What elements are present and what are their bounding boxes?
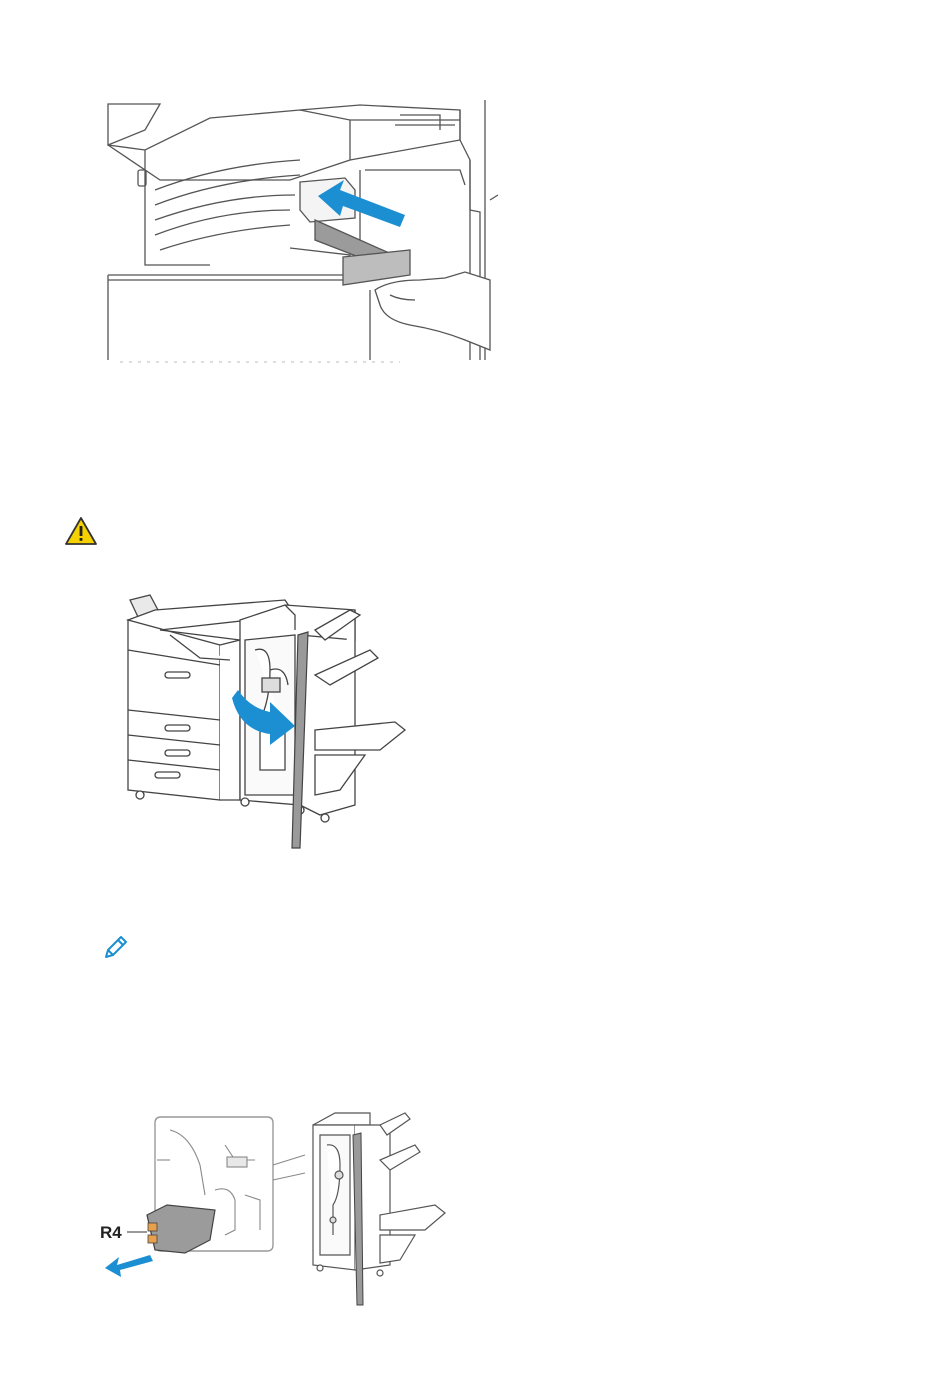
remove-arrow [105, 1255, 153, 1277]
figure-insert-staple-cartridge [100, 100, 500, 365]
figure-open-finisher-door [120, 590, 410, 852]
pencil-icon [102, 933, 130, 961]
callout-r4: R4 [100, 1223, 122, 1242]
warning-icon [64, 516, 98, 546]
figure-remove-staple-cartridge-r4: R4 [95, 1105, 455, 1310]
